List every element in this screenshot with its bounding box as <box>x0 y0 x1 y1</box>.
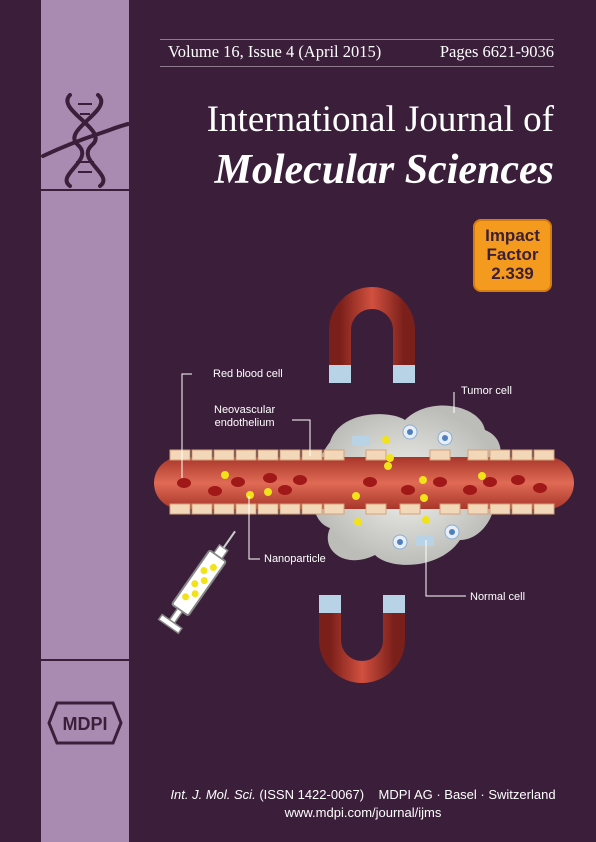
magnet-top <box>329 287 415 383</box>
dna-helix-icon <box>41 93 130 188</box>
issue-info: Volume 16, Issue 4 (April 2015) Pages 66… <box>168 42 554 64</box>
mdpi-logo-text: MDPI <box>63 714 108 734</box>
label-tumor-cell: Tumor cell <box>461 385 512 397</box>
label-nanoparticle: Nanoparticle <box>264 553 326 565</box>
label-normal-cell: Normal cell <box>470 591 526 603</box>
cover-illustration <box>154 287 574 683</box>
journal-title-line2: Molecular Sciences <box>214 147 554 193</box>
header-top-rule <box>160 39 554 40</box>
syringe <box>157 530 236 635</box>
impact-factor-badge: Impact Factor 2.339 <box>473 219 552 292</box>
label-neovascular-endothelium: Neovascular endothelium <box>214 404 275 430</box>
mdpi-hexagon-logo: MDPI <box>47 701 123 745</box>
header-bottom-rule <box>160 66 554 67</box>
footer-citation: Int. J. Mol. Sci. (ISSN 1422-0067) MDPI … <box>140 787 586 802</box>
spine-divider <box>41 189 129 191</box>
impact-label-2: Factor <box>486 245 539 264</box>
journal-title-line1: International Journal of <box>206 99 554 140</box>
publisher-info: MDPI AG · Basel · Switzerland <box>378 787 556 802</box>
spine-divider <box>41 659 129 661</box>
magnet-bottom <box>319 595 405 683</box>
blood-vessel <box>154 436 574 526</box>
impact-value: 2.339 <box>491 264 534 283</box>
label-neovascular-line1: Neovascular <box>214 404 276 416</box>
page-range: Pages 6621-9036 <box>439 42 554 61</box>
volume-issue: Volume 16, Issue 4 (April 2015) <box>168 42 382 61</box>
impact-label-1: Impact <box>485 226 540 245</box>
label-red-blood-cell: Red blood cell <box>213 368 283 380</box>
journal-abbreviation: Int. J. Mol. Sci. <box>170 787 256 802</box>
tumor-cells <box>352 424 460 550</box>
label-neovascular-line2: endothelium <box>214 417 275 429</box>
issn: (ISSN 1422-0067) <box>259 787 365 802</box>
journal-url[interactable]: www.mdpi.com/journal/ijms <box>284 805 442 820</box>
